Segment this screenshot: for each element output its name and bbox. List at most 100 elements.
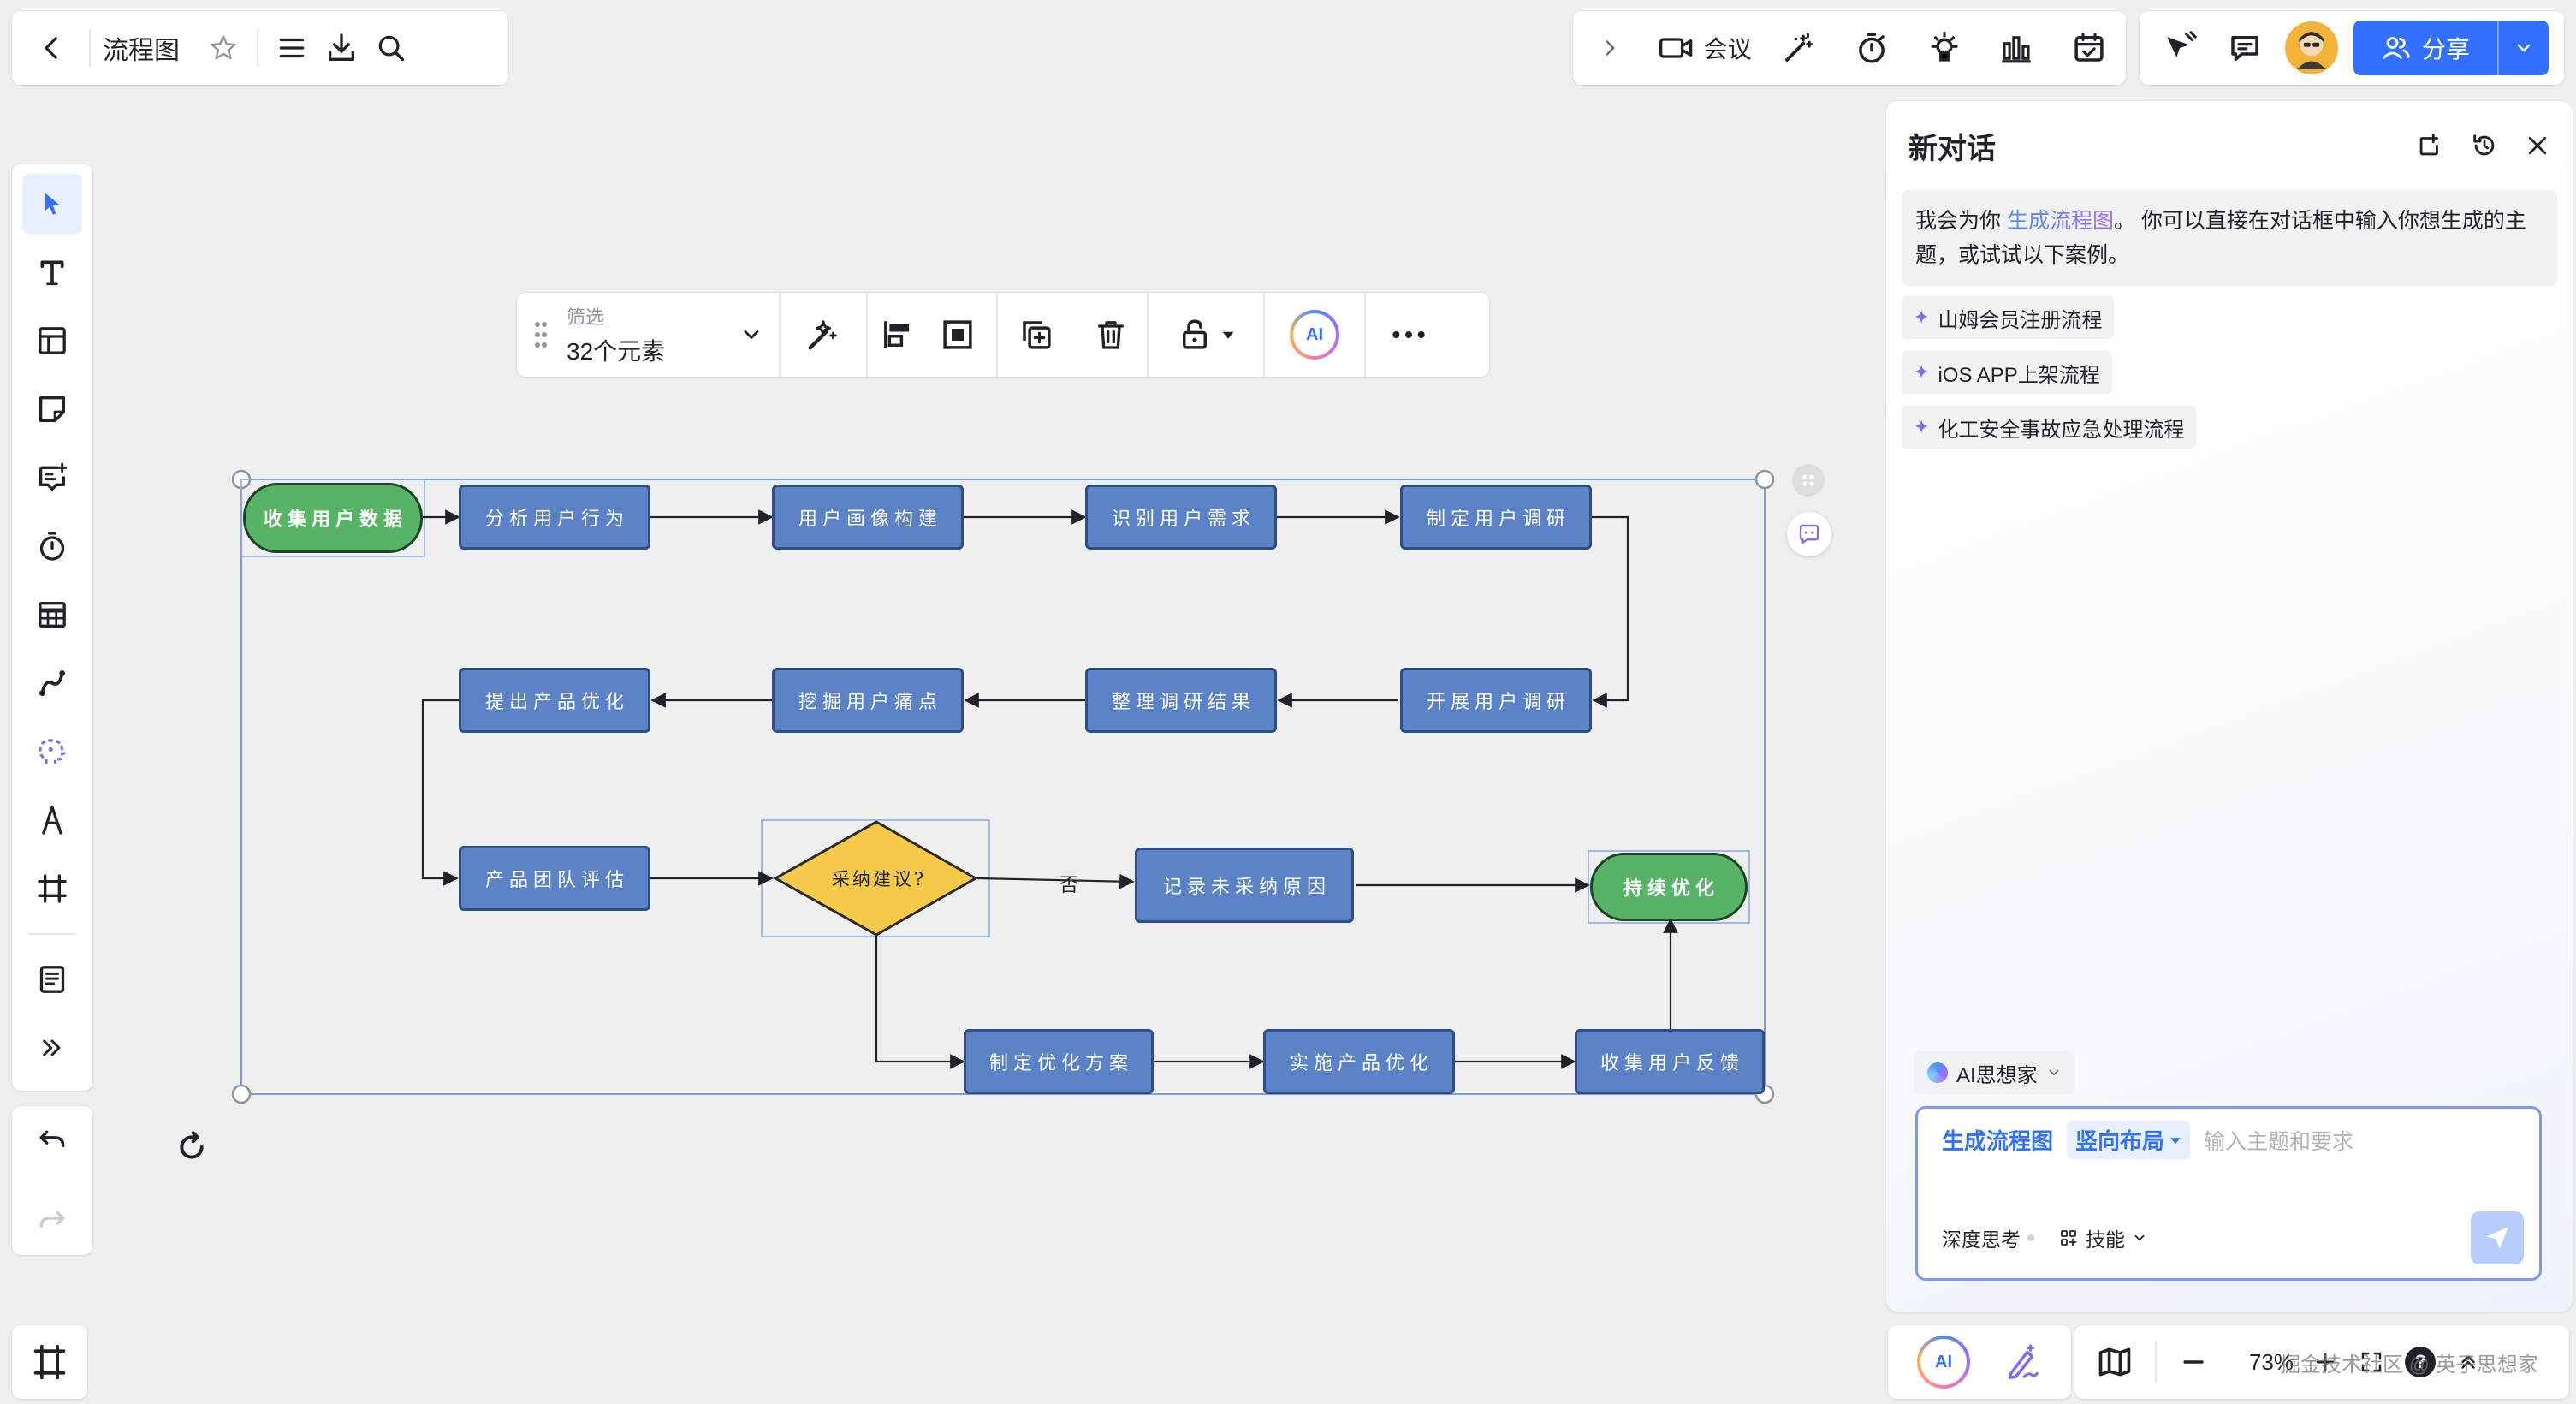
- node-implement-optimization[interactable]: 实施产品优化: [1263, 1029, 1455, 1094]
- timer-icon[interactable]: [1847, 23, 1896, 73]
- node-identify-needs[interactable]: 识别用户需求: [1085, 485, 1277, 550]
- zoom-in-icon[interactable]: [2311, 1349, 2340, 1375]
- magic-wand-icon[interactable]: [781, 310, 866, 360]
- node-organize-results[interactable]: 整理调研结果: [1085, 668, 1277, 733]
- node-team-evaluation[interactable]: 产品团队评估: [459, 846, 650, 911]
- chevron-right-icon[interactable]: [1585, 23, 1635, 73]
- bar-chart-icon[interactable]: [1991, 23, 2041, 73]
- node-propose-optimization[interactable]: 提出产品优化: [459, 668, 650, 733]
- node-label: 持续优化: [1623, 878, 1719, 900]
- node-build-persona[interactable]: 用户画像构建: [772, 485, 964, 550]
- node-label: 记录未采纳原因: [1162, 877, 1331, 898]
- suggestion-item[interactable]: ✦ 化工安全事故应急处理流程: [1902, 406, 2197, 449]
- table-tool-icon[interactable]: [22, 585, 82, 645]
- frames-list-button[interactable]: [12, 1325, 87, 1399]
- close-icon[interactable]: [2525, 133, 2550, 158]
- ai-assistant-button[interactable]: AI: [1265, 310, 1364, 360]
- calendar-check-icon[interactable]: [2064, 23, 2114, 73]
- ai-card-tool-icon[interactable]: [22, 448, 82, 508]
- suggestion-label: 山姆会员注册流程: [1938, 308, 2103, 332]
- ai-brain-tool-icon[interactable]: [22, 722, 82, 782]
- intro-link[interactable]: 生成流程图: [2006, 209, 2114, 233]
- node-make-plan[interactable]: 制定优化方案: [964, 1029, 1154, 1094]
- help-icon[interactable]: ?: [2403, 1347, 2437, 1377]
- document-tool-icon[interactable]: [22, 949, 82, 1009]
- drag-handle-icon[interactable]: [525, 319, 556, 350]
- chat-input-box[interactable]: 生成流程图 竖向布局 输入主题和要求 深度思考 技能: [1915, 1106, 2542, 1281]
- rotate-icon[interactable]: [171, 1127, 212, 1168]
- group-handle-icon[interactable]: [1792, 464, 1825, 497]
- more-icon[interactable]: [1366, 310, 1451, 360]
- mode-tag[interactable]: 生成流程图: [1942, 1128, 2054, 1154]
- star-icon[interactable]: [199, 23, 248, 73]
- ai-pen-icon[interactable]: [2003, 1342, 2042, 1382]
- model-logo-icon: [1927, 1062, 1948, 1083]
- search-icon[interactable]: [366, 23, 416, 73]
- node-continuous-optimization[interactable]: 持续优化: [1590, 853, 1748, 921]
- undo-icon[interactable]: [22, 1110, 82, 1170]
- node-mine-pain-points[interactable]: 挖掘用户痛点: [772, 668, 964, 733]
- select-tool-icon[interactable]: [22, 174, 82, 234]
- deep-think-toggle[interactable]: 深度思考: [1942, 1223, 2034, 1252]
- suggestion-item[interactable]: ✦ 山姆会员注册流程: [1902, 296, 2115, 339]
- connector-tool-icon[interactable]: [22, 653, 82, 713]
- fullscreen-icon[interactable]: [2357, 1349, 2386, 1375]
- comment-icon[interactable]: [2220, 23, 2270, 73]
- send-button[interactable]: [2471, 1211, 2524, 1264]
- cursor-follow-icon[interactable]: [2155, 23, 2205, 73]
- magic-wand-icon[interactable]: [1774, 23, 1824, 73]
- sticky-note-tool-icon[interactable]: [22, 379, 82, 439]
- template-tool-icon[interactable]: [22, 311, 82, 371]
- node-record-reason[interactable]: 记录未采纳原因: [1135, 848, 1354, 923]
- back-icon[interactable]: [27, 23, 77, 73]
- node-plan-research[interactable]: 制定用户调研: [1400, 485, 1592, 550]
- layout-tag[interactable]: 竖向布局: [2067, 1121, 2191, 1159]
- layout-tag-label: 竖向布局: [2075, 1128, 2165, 1154]
- new-chat-icon[interactable]: [2415, 131, 2444, 160]
- share-button[interactable]: 分享: [2353, 21, 2549, 75]
- suggestion-item[interactable]: ✦ iOS APP上架流程: [1902, 351, 2112, 394]
- node-label: 制定优化方案: [988, 1053, 1133, 1074]
- suggestion-label: 化工安全事故应急处理流程: [1938, 418, 2185, 442]
- ai-assistant-button[interactable]: AI: [1917, 1336, 1970, 1389]
- fit-frame-icon[interactable]: [928, 310, 988, 360]
- zoom-level[interactable]: 73%: [2249, 1348, 2294, 1375]
- filter-dropdown[interactable]: 筛选 32个元素: [556, 302, 779, 367]
- history-icon[interactable]: [2470, 131, 2499, 160]
- frame-tool-icon[interactable]: [22, 859, 82, 919]
- meeting-button[interactable]: 会议: [1658, 31, 1752, 65]
- align-icon[interactable]: [868, 310, 928, 360]
- node-conduct-research[interactable]: 开展用户调研: [1400, 668, 1592, 733]
- avatar[interactable]: [2285, 21, 2338, 74]
- node-collect-feedback[interactable]: 收集用户反馈: [1575, 1029, 1765, 1094]
- share-dropdown-icon[interactable]: [2499, 38, 2549, 58]
- selection-frame[interactable]: [240, 479, 1766, 1095]
- download-icon[interactable]: [317, 23, 366, 73]
- ai-chat-panel: 新对话 我会为你 生成流程图。 你可以直接在对话框中输入你想生成的主题，或试试以…: [1886, 101, 2573, 1312]
- pen-tool-icon[interactable]: [22, 790, 82, 850]
- divider: [1364, 293, 1366, 377]
- edge-label-no[interactable]: 否: [1059, 875, 1079, 896]
- redo-icon[interactable]: [22, 1191, 82, 1251]
- collapse-icon[interactable]: [2454, 1351, 2482, 1373]
- skills-dropdown[interactable]: 技能: [2058, 1223, 2147, 1252]
- model-selector[interactable]: AI思想家: [1914, 1051, 2075, 1094]
- selection-handles[interactable]: [231, 469, 1775, 1104]
- timer-tool-icon[interactable]: [22, 516, 82, 576]
- duplicate-icon[interactable]: [998, 310, 1075, 360]
- lock-dropdown[interactable]: [1149, 317, 1263, 353]
- bulb-icon[interactable]: [1920, 23, 1969, 73]
- text-tool-icon[interactable]: [22, 242, 82, 302]
- more-tools-icon[interactable]: [22, 1018, 82, 1078]
- node-analyze-behavior[interactable]: 分析用户行为: [459, 485, 650, 550]
- zoom-out-icon[interactable]: [2174, 1347, 2213, 1377]
- delete-icon[interactable]: [1075, 310, 1147, 360]
- topic-input[interactable]: 输入主题和要求: [2204, 1129, 2354, 1154]
- doc-title[interactable]: 流程图: [103, 37, 180, 65]
- left-toolbar: [12, 164, 92, 1091]
- menu-icon[interactable]: [267, 23, 317, 73]
- node-collect-user-data[interactable]: 收集用户数据: [243, 483, 423, 553]
- node-adopt-decision[interactable]: 采纳建议?: [775, 848, 977, 909]
- ai-chat-bubble-icon[interactable]: [1787, 512, 1831, 556]
- minimap-icon[interactable]: [2092, 1343, 2138, 1381]
